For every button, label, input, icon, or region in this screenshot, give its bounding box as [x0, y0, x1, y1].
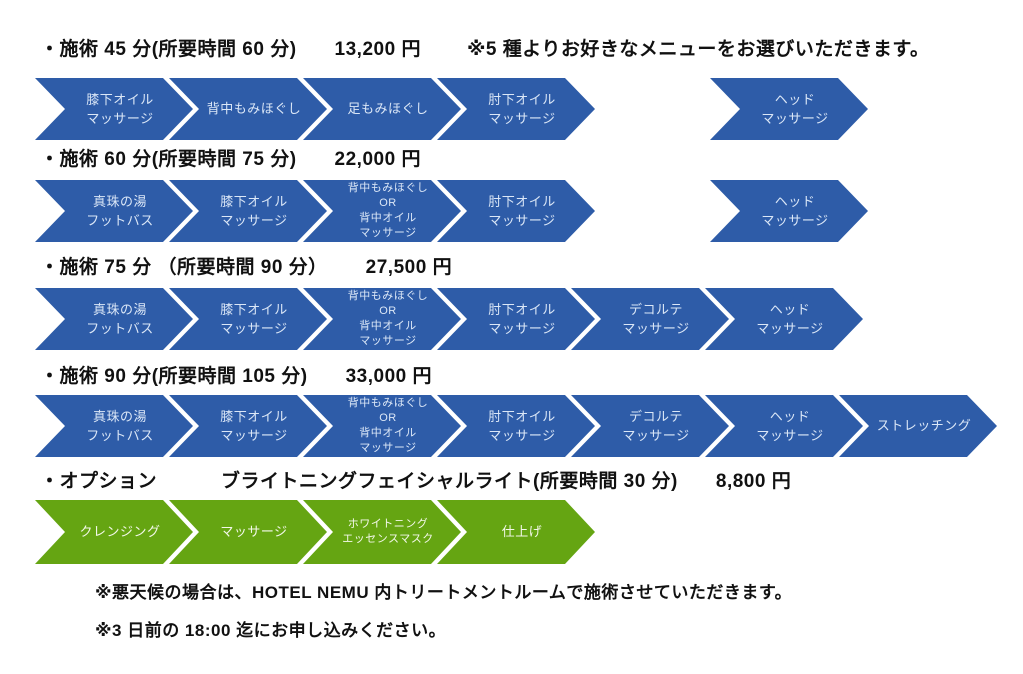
- treatment-45-price: 13,200 円: [334, 39, 421, 60]
- treatment-60-title: ・施術 60 分(所要時間 75 分): [40, 149, 297, 170]
- treatment-75-price: 27,500 円: [365, 257, 453, 278]
- treatment-75-header: ・施術 75 分 （所要時間 90 分） 27,500 円: [40, 252, 452, 279]
- step-arrow-pearl-footbath: 真珠の湯 フットバス: [35, 180, 193, 242]
- step-label: 真珠の湯 フットバス: [86, 193, 154, 228]
- step-label: 仕上げ: [501, 524, 543, 540]
- treatment-45-header: ・施術 45 分(所要時間 60 分) 13,200 円 ※5 種よりお好きなメ…: [40, 34, 930, 61]
- option-price: 8,800 円: [715, 471, 792, 492]
- step-label: 背中もみほぐし OR 背中オイル マッサージ: [347, 290, 429, 347]
- step-arrow-knee-oil: 膝下オイル マッサージ: [35, 78, 193, 140]
- step-label: ヘッド マッサージ: [761, 91, 829, 126]
- treatment-75-title: ・施術 75 分 （所要時間 90 分）: [40, 257, 328, 278]
- step-label: ホワイトニング エッセンスマスク: [342, 518, 434, 545]
- step-label: 肘下オイル マッサージ: [488, 408, 556, 443]
- step-label: 真珠の湯 フットバス: [86, 408, 154, 443]
- step-label: クレンジング: [79, 524, 161, 540]
- step-label: 真珠の湯 フットバス: [86, 301, 154, 336]
- step-label: ヘッド マッサージ: [756, 301, 824, 336]
- option-header: ・オプション ブライトニングフェイシャルライト(所要時間 30 分) 8,800…: [40, 466, 791, 493]
- step-arrow-pearl-footbath: 真珠の湯 フットバス: [35, 395, 193, 457]
- step-arrow-back-or-oil: 背中もみほぐし OR 背中オイル マッサージ: [303, 180, 461, 242]
- step-label: マッサージ: [220, 524, 288, 540]
- option-subtitle: ブライトニングフェイシャルライト(所要時間 30 分): [221, 471, 678, 492]
- treatment-90-title: ・施術 90 分(所要時間 105 分): [40, 366, 308, 387]
- step-label: 膝下オイル マッサージ: [220, 408, 288, 443]
- treatment-60-price: 22,000 円: [334, 149, 421, 170]
- deadline-note: ※3 日前の 18:00 迄にお申し込みください。: [95, 621, 447, 640]
- step-label: 背中もみほぐし OR 背中オイル マッサージ: [347, 397, 429, 454]
- step-label: 背中もみほぐし: [206, 101, 302, 117]
- step-label: 肘下オイル マッサージ: [488, 91, 556, 126]
- treatment-90-price: 33,000 円: [345, 366, 433, 387]
- step-label: デコルテ マッサージ: [622, 301, 690, 336]
- step-label: 膝下オイル マッサージ: [220, 193, 288, 228]
- step-label: 足もみほぐし: [347, 101, 429, 117]
- treatment-90-header: ・施術 90 分(所要時間 105 分) 33,000 円: [40, 361, 432, 388]
- treatment-60-flow: 真珠の湯 フットバス 膝下オイル マッサージ 背中もみほぐし OR 背中オイル …: [35, 180, 844, 242]
- step-arrow-knee-oil: 膝下オイル マッサージ: [169, 395, 327, 457]
- step-label: ヘッド マッサージ: [761, 193, 829, 228]
- option-flow: クレンジング マッサージ ホワイトニング エッセンスマスク 仕上げ: [35, 500, 571, 564]
- step-arrow-whitening-mask: ホワイトニング エッセンスマスク: [303, 500, 461, 564]
- step-arrow-head-massage: ヘッド マッサージ: [710, 180, 868, 242]
- treatment-75-flow: 真珠の湯 フットバス 膝下オイル マッサージ 背中もみほぐし OR 背中オイル …: [35, 288, 839, 350]
- step-label: 肘下オイル マッサージ: [488, 193, 556, 228]
- step-label: 膝下オイル マッサージ: [220, 301, 288, 336]
- bad-weather-note: ※悪天候の場合は、HOTEL NEMU 内トリートメントルームで施術させていただ…: [95, 583, 793, 602]
- step-arrow-elbow-oil: 肘下オイル マッサージ: [437, 395, 595, 457]
- step-arrow-cleansing: クレンジング: [35, 500, 193, 564]
- step-label: デコルテ マッサージ: [622, 408, 690, 443]
- step-label: ヘッド マッサージ: [756, 408, 824, 443]
- step-label: 肘下オイル マッサージ: [488, 301, 556, 336]
- option-title: ・オプション: [40, 471, 158, 492]
- step-arrow-head-massage: ヘッド マッサージ: [705, 288, 863, 350]
- step-arrow-head-massage: ヘッド マッサージ: [710, 78, 868, 140]
- step-label: 膝下オイル マッサージ: [86, 91, 154, 126]
- treatment-60-header: ・施術 60 分(所要時間 75 分) 22,000 円: [40, 144, 421, 171]
- step-label: ストレッチング: [876, 418, 972, 434]
- treatment-90-flow: 真珠の湯 フットバス 膝下オイル マッサージ 背中もみほぐし OR 背中オイル …: [35, 395, 973, 457]
- treatment-45-title: ・施術 45 分(所要時間 60 分): [40, 39, 297, 60]
- treatment-45-flow: 膝下オイル マッサージ 背中もみほぐし 足もみほぐし 肘下オイル マッサージ ヘ…: [35, 78, 844, 140]
- menu-choice-note: ※5 種よりお好きなメニューをお選びいただきます。: [466, 39, 930, 60]
- step-arrow-pearl-footbath: 真珠の湯 フットバス: [35, 288, 193, 350]
- step-label: 背中もみほぐし OR 背中オイル マッサージ: [347, 182, 429, 239]
